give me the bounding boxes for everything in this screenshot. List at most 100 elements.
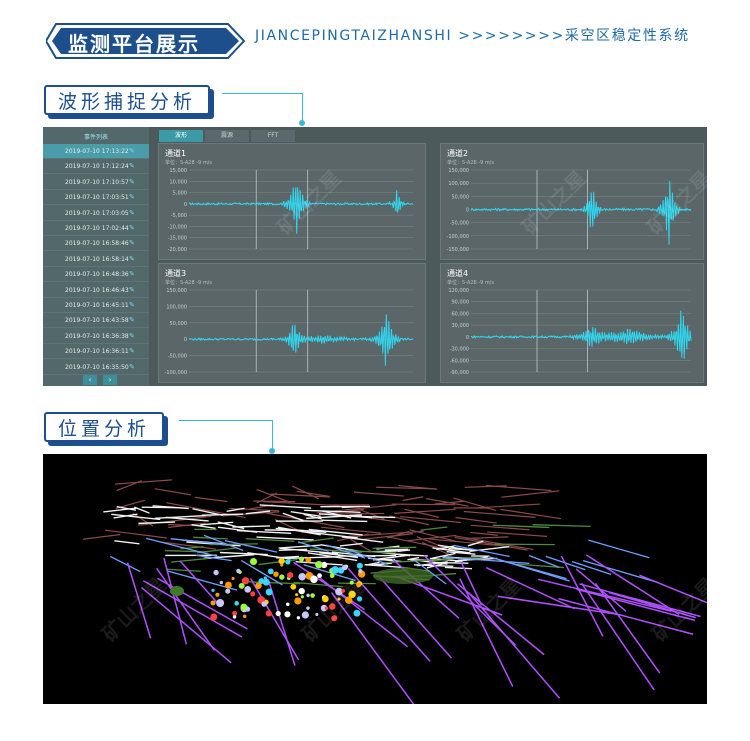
microseismic-event-marker: [306, 593, 310, 598]
title-badge: [46, 23, 246, 59]
microseismic-event-marker: [301, 611, 309, 619]
microseismic-event-marker: [306, 606, 310, 610]
event-list-item[interactable]: 2019-07-10 16:35:50✎: [43, 360, 149, 375]
microseismic-event-marker: [335, 587, 343, 596]
y-tick-label: -90,000: [450, 370, 469, 376]
tunnel-segment: [453, 497, 497, 512]
edit-icon[interactable]: ✎: [129, 270, 135, 279]
microseismic-event-marker: [231, 576, 235, 581]
tunnel-segment: [297, 541, 329, 552]
tunnel-segment: [437, 544, 470, 551]
y-tick-label: 90,000: [452, 300, 470, 306]
edit-icon[interactable]: ✎: [129, 208, 135, 217]
prev-page-button[interactable]: ‹: [83, 375, 97, 385]
microseismic-event-marker: [258, 578, 265, 585]
event-list-item[interactable]: 2019-07-10 16:36:11✎: [43, 344, 149, 360]
event-list-item[interactable]: 2019-07-10 17:12:24✎: [43, 159, 149, 175]
tunnel-segment: [639, 574, 707, 604]
section-label-position-text: 位置分析: [58, 417, 151, 440]
microseismic-event-marker: [299, 556, 305, 562]
y-tick-label: 10,000: [170, 179, 188, 185]
tab-source[interactable]: 震源: [205, 130, 249, 142]
ore-body: [373, 568, 433, 584]
tunnel-segment: [126, 562, 152, 639]
event-list-item[interactable]: 2019-07-10 17:10:57✎: [43, 175, 149, 190]
tunnel-segment: [454, 536, 528, 551]
event-list-item[interactable]: 2019-07-10 16:46:43✎: [43, 283, 149, 298]
edit-icon[interactable]: ✎: [129, 347, 135, 356]
microseismic-event-marker: [315, 560, 323, 569]
label-leader-line: [222, 93, 302, 94]
page-header: 监测平台展示 JIANCEPINGTAIZHANSHI >>>>>>>>采空区稳…: [0, 0, 750, 80]
tunnel-segment: [308, 528, 363, 536]
tunnel-segment: [171, 557, 209, 563]
event-timestamp: 2019-07-10 16:58:46: [65, 240, 129, 248]
event-list-item[interactable]: 2019-07-10 17:02:44✎: [43, 221, 149, 236]
microseismic-event-marker: [280, 563, 284, 567]
event-list-item[interactable]: 2019-07-10 16:45:11✎: [43, 298, 149, 313]
tunnel-segment: [391, 503, 456, 506]
microseismic-event-marker: [298, 572, 306, 581]
edit-icon[interactable]: ✎: [129, 162, 135, 171]
edit-icon[interactable]: ✎: [129, 331, 135, 340]
tunnel-segment: [446, 550, 476, 555]
tunnel-segment: [364, 563, 402, 569]
event-timestamp: 2019-07-10 16:35:50: [65, 363, 129, 371]
event-list-item[interactable]: 2019-07-10 16:58:14✎: [43, 252, 149, 267]
microseismic-event-marker: [213, 569, 219, 576]
position-3d-view[interactable]: 矿山之星 矿山之星 矿山之星 矿山之星: [43, 454, 707, 704]
edit-icon[interactable]: ✎: [129, 193, 135, 202]
event-list-item[interactable]: 2019-07-10 17:13:22✎: [43, 144, 149, 159]
tunnel-segment: [330, 592, 415, 704]
tunnel-segment: [165, 516, 209, 522]
edit-icon[interactable]: ✎: [129, 362, 135, 371]
section-label-waveform-text: 波形捕捉分析: [58, 90, 197, 113]
event-list-item[interactable]: 2019-07-10 16:43:58✎: [43, 313, 149, 329]
edit-icon[interactable]: ✎: [129, 239, 135, 248]
channel-2-waveform: 150,000100,00050,0000-50,000-100,000-150…: [447, 168, 692, 253]
edit-icon[interactable]: ✎: [129, 301, 135, 309]
event-list-item[interactable]: 2019-07-10 16:58:46✎: [43, 236, 149, 252]
channel-3-unit: 单位：S-A28 -9 m/s: [165, 280, 212, 286]
tab-waveform[interactable]: 波形: [159, 130, 203, 142]
tunnel-segment: [576, 588, 696, 622]
tunnel-segment: [468, 592, 561, 699]
event-list-item[interactable]: 2019-07-10 17:03:05✎: [43, 206, 149, 221]
edit-icon[interactable]: ✎: [129, 316, 135, 325]
y-tick-label: 100,000: [166, 304, 187, 310]
tunnel-segment: [319, 552, 344, 557]
microseismic-event-marker: [238, 582, 245, 589]
edit-icon[interactable]: ✎: [129, 177, 135, 186]
event-list-item[interactable]: 2019-07-10 16:36:38✎: [43, 329, 149, 344]
tunnel-segment: [163, 557, 188, 645]
tunnel-segment: [319, 577, 409, 648]
event-list-item[interactable]: 2019-07-10 17:03:51✎: [43, 190, 149, 206]
microseismic-event-marker: [255, 582, 262, 589]
tunnel-segment: [463, 510, 536, 518]
tunnel-segment: [156, 567, 216, 651]
edit-icon[interactable]: ✎: [129, 224, 135, 232]
microseismic-event-marker: [232, 615, 237, 619]
tunnel-segment: [423, 554, 517, 646]
tunnel-segment: [166, 570, 238, 591]
tunnel-segment: [339, 542, 363, 547]
microseismic-event-marker: [356, 596, 363, 602]
tab-fft[interactable]: FFT: [251, 130, 295, 142]
tunnel-segment: [161, 541, 217, 550]
microseismic-event-marker: [211, 588, 215, 592]
tunnel-segment: [194, 496, 228, 503]
leader-dot: [299, 120, 305, 126]
tunnel-segment: [394, 553, 428, 557]
tunnel-segment: [594, 583, 661, 674]
tunnel-segment: [404, 508, 440, 518]
tunnel-segment: [373, 562, 393, 566]
next-page-button[interactable]: ›: [103, 375, 117, 385]
tunnel-segment: [406, 534, 456, 542]
tunnel-segment: [226, 507, 245, 513]
tunnel-segment: [347, 548, 388, 566]
edit-icon[interactable]: ✎: [129, 147, 135, 155]
event-list-item[interactable]: 2019-07-10 16:48:36✎: [43, 267, 149, 283]
edit-icon[interactable]: ✎: [129, 285, 135, 294]
edit-icon[interactable]: ✎: [129, 254, 135, 263]
y-tick-label: -20,000: [168, 247, 187, 253]
